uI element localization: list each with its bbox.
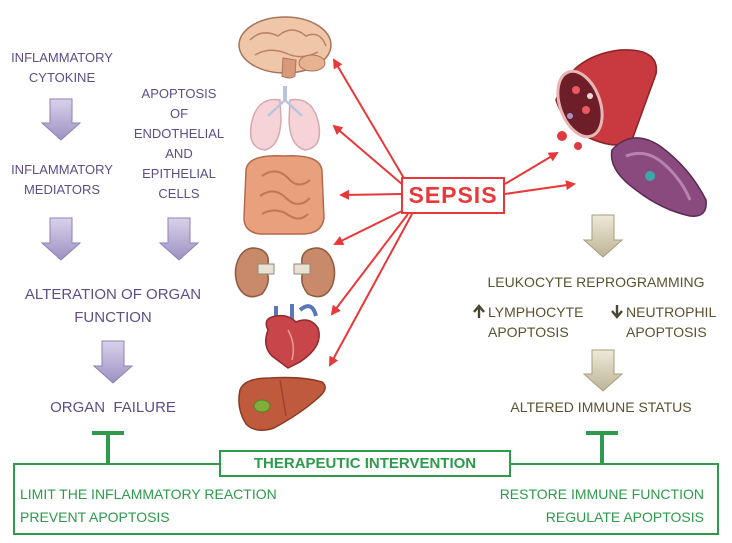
- sepsis-arrow-vessel: [504, 151, 559, 185]
- liver-icon: [238, 376, 326, 431]
- intestine-icon: [243, 155, 325, 235]
- heart-icon: [265, 304, 320, 369]
- limit-inflammatory-label: LIMIT THE INFLAMMATORY REACTION: [20, 486, 277, 502]
- sepsis-arrow-heart: [330, 213, 409, 316]
- therapy-title: THERAPEUTIC INTERVENTION: [219, 450, 511, 477]
- kidneys-icon: [234, 247, 336, 298]
- sepsis-arrow-brain: [332, 58, 406, 181]
- up-arrow-icon: [473, 304, 485, 318]
- blood-vessel-icon: [555, 49, 658, 150]
- inflammatory-cytokine-label: INFLAMMATORY CYTOKINE: [11, 50, 113, 85]
- flow-arrow-alteration-to-failure: [92, 340, 134, 384]
- inflammatory-mediators-label: INFLAMMATORY MEDIATORS: [11, 162, 113, 197]
- organ-failure-label: ORGAN FAILURE: [50, 399, 176, 416]
- flow-arrow-cells-to-reprogramming: [582, 214, 624, 258]
- sepsis-arrow-kidneys: [333, 209, 405, 245]
- brain-icon: [238, 16, 332, 79]
- apoptosis-cells-label: APOPTOSIS OF ENDOTHELIAL AND EPITHELIAL …: [133, 86, 225, 201]
- down-arrow-icon: [611, 305, 623, 319]
- lungs-icon: [249, 86, 321, 151]
- neutrophil-apoptosis-label: NEUTROPHIL APOPTOSIS: [626, 304, 717, 340]
- alteration-organ-function-label: ALTERATION OF ORGAN FUNCTION: [24, 286, 202, 326]
- sepsis-label: SEPSIS: [401, 177, 505, 214]
- regulate-apoptosis-label: REGULATE APOPTOSIS: [545, 509, 704, 525]
- lymphocyte-apoptosis-label: LYMPHOCYTE APOPTOSIS: [488, 304, 584, 340]
- flow-arrow-apoptosis-to-alteration: [158, 217, 200, 261]
- sepsis-arrow-liver: [329, 213, 413, 367]
- leukocyte-reprogramming-label: LEUKOCYTE REPROGRAMMING: [487, 274, 705, 290]
- sepsis-arrow-rbc: [504, 180, 576, 195]
- altered-immune-status-label: ALTERED IMMUNE STATUS: [510, 399, 692, 415]
- therapy-box: [13, 463, 719, 535]
- flow-arrow-cytokine-to-mediators: [40, 98, 82, 141]
- prevent-apoptosis-label: PREVENT APOPTOSIS: [20, 509, 170, 525]
- sepsis-arrow-lungs: [332, 124, 404, 186]
- flow-arrow-apoptosis-to-immune: [582, 349, 624, 392]
- red-blood-cell-icon: [610, 137, 707, 217]
- restore-immune-label: RESTORE IMMUNE FUNCTION: [499, 486, 704, 502]
- flow-arrow-mediators-to-alteration: [40, 217, 82, 261]
- sepsis-arrow-intestine: [339, 189, 402, 200]
